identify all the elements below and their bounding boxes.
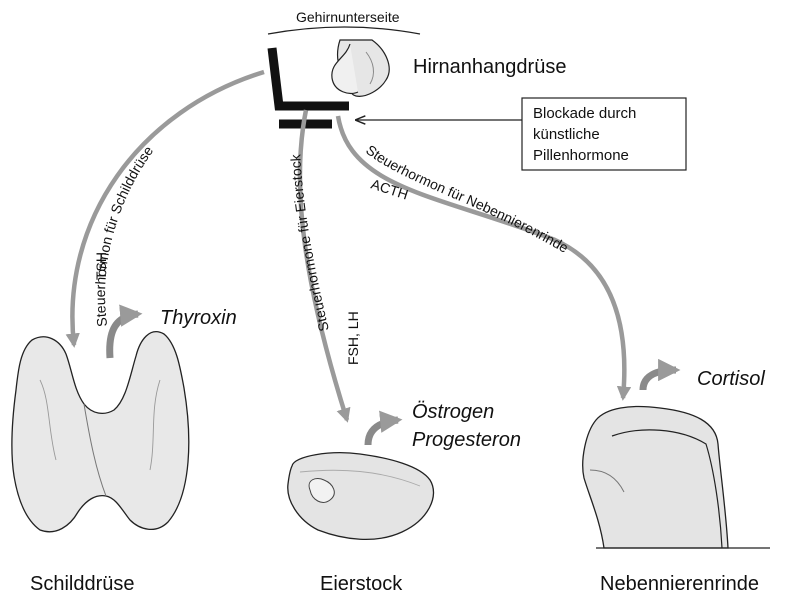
tsh-label: TSH — [93, 252, 109, 280]
ovary-pathway-label: Steuerhormone für Eierstock — [287, 153, 332, 333]
pituitary-label: Hirnanhangdrüse — [413, 56, 566, 78]
estrogen-arrow — [368, 420, 398, 445]
blockade-line-2: künstliche — [533, 126, 600, 143]
progesteron-label: Progesteron — [412, 429, 521, 451]
ovary-drawing — [288, 453, 434, 540]
blockade-line-1: Blockade durch — [533, 105, 636, 122]
pituitary-gland-drawing — [332, 40, 389, 96]
cortisol-arrow — [643, 370, 676, 390]
blockade-line-3: Pillenhormone — [533, 147, 629, 164]
brain-underside-label: Gehirnunterseite — [296, 9, 400, 25]
thyroid-organ-label: Schilddrüse — [30, 573, 135, 595]
thyroxin-arrow — [110, 314, 138, 358]
estrogen-label: Östrogen — [412, 401, 494, 423]
adrenal-organ-label: Nebennierenrinde — [600, 573, 759, 595]
brain-underside-curve — [268, 27, 420, 34]
blockade-box: Blockade durch künstliche Pillenhormone — [522, 98, 686, 170]
thyroid-pathway-label: Steuerhormon für Schilddrüse — [92, 143, 156, 328]
cortisol-label: Cortisol — [697, 368, 765, 390]
thyroxin-label: Thyroxin — [160, 307, 237, 329]
thyroid-drawing — [12, 332, 189, 532]
ovary-organ-label: Eierstock — [320, 573, 403, 595]
fsh-lh-label: FSH, LH — [345, 311, 361, 365]
adrenal-drawing — [583, 407, 770, 549]
